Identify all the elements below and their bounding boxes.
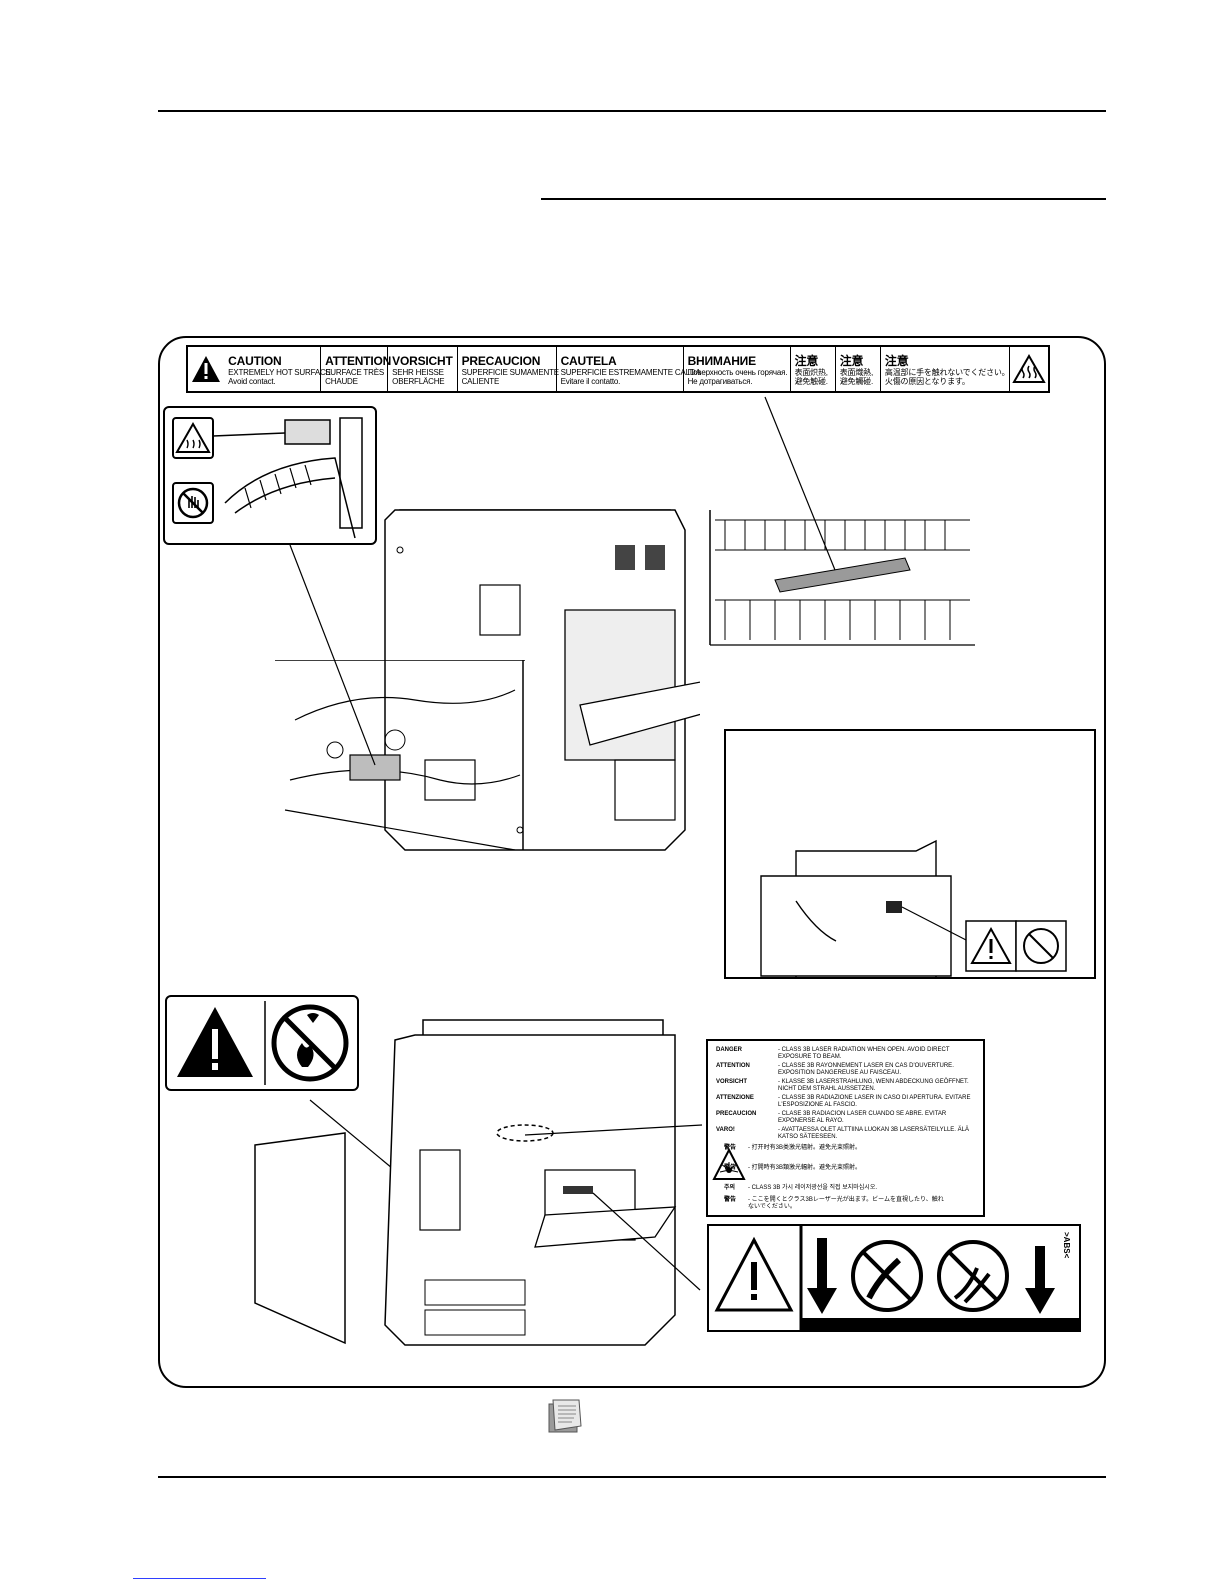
banner-cell-zh-cn: 注意表面炽热,避免触碰.	[791, 347, 836, 391]
no-finger-icon	[1015, 920, 1067, 972]
section-rule	[541, 198, 1106, 200]
fuser-warning-inset	[163, 406, 377, 545]
header-rule	[158, 110, 1106, 112]
laser-icon	[712, 1148, 746, 1180]
abs-marking: >ABS<	[1062, 1232, 1071, 1259]
no-fire-icon	[271, 1004, 349, 1082]
machine-rear-illustration	[384, 509, 700, 851]
hot-surface-icon	[172, 417, 214, 459]
leader-line	[289, 544, 376, 766]
hot-surface-label-patch	[349, 754, 401, 781]
no-touch-icon	[172, 482, 214, 524]
caution-icon	[714, 1236, 794, 1312]
labels-figure-frame	[158, 336, 1106, 1388]
leader-line	[524, 1124, 703, 1136]
leader-line	[592, 1192, 701, 1291]
laser-radiation-label: DANGER- CLASS 3B LASER RADIATION WHEN OP…	[706, 1039, 985, 1217]
guide-detail-illustration	[709, 510, 975, 646]
caution-icon	[177, 1007, 253, 1077]
banner-cell-ja: 注意高温部に手を触れないでください。火傷の原因となります。	[881, 347, 1010, 391]
no-finger-icon	[851, 1240, 923, 1312]
banner-cell-zh-tw: 注意表面熾熱,避免觸碰.	[836, 347, 881, 391]
caution-icon	[965, 920, 1017, 972]
hot-surface-icon	[1010, 347, 1048, 391]
footer-rule	[158, 1476, 1106, 1478]
no-touch-icon	[937, 1240, 1009, 1312]
laser-caution-inset	[724, 729, 1096, 979]
paper-feed-warning-label: >ABS<	[707, 1224, 1081, 1332]
caution-icon	[188, 347, 224, 391]
fuser-detail-illustration	[275, 660, 525, 850]
machine-front-illustration	[254, 1019, 677, 1346]
toner-warning-label	[165, 995, 359, 1091]
leader-line	[764, 396, 836, 571]
note-icon	[548, 1399, 582, 1433]
down-arrow-icon	[807, 1238, 837, 1314]
down-arrow-icon	[1025, 1246, 1055, 1314]
footer-link-underline[interactable]	[133, 1578, 266, 1579]
